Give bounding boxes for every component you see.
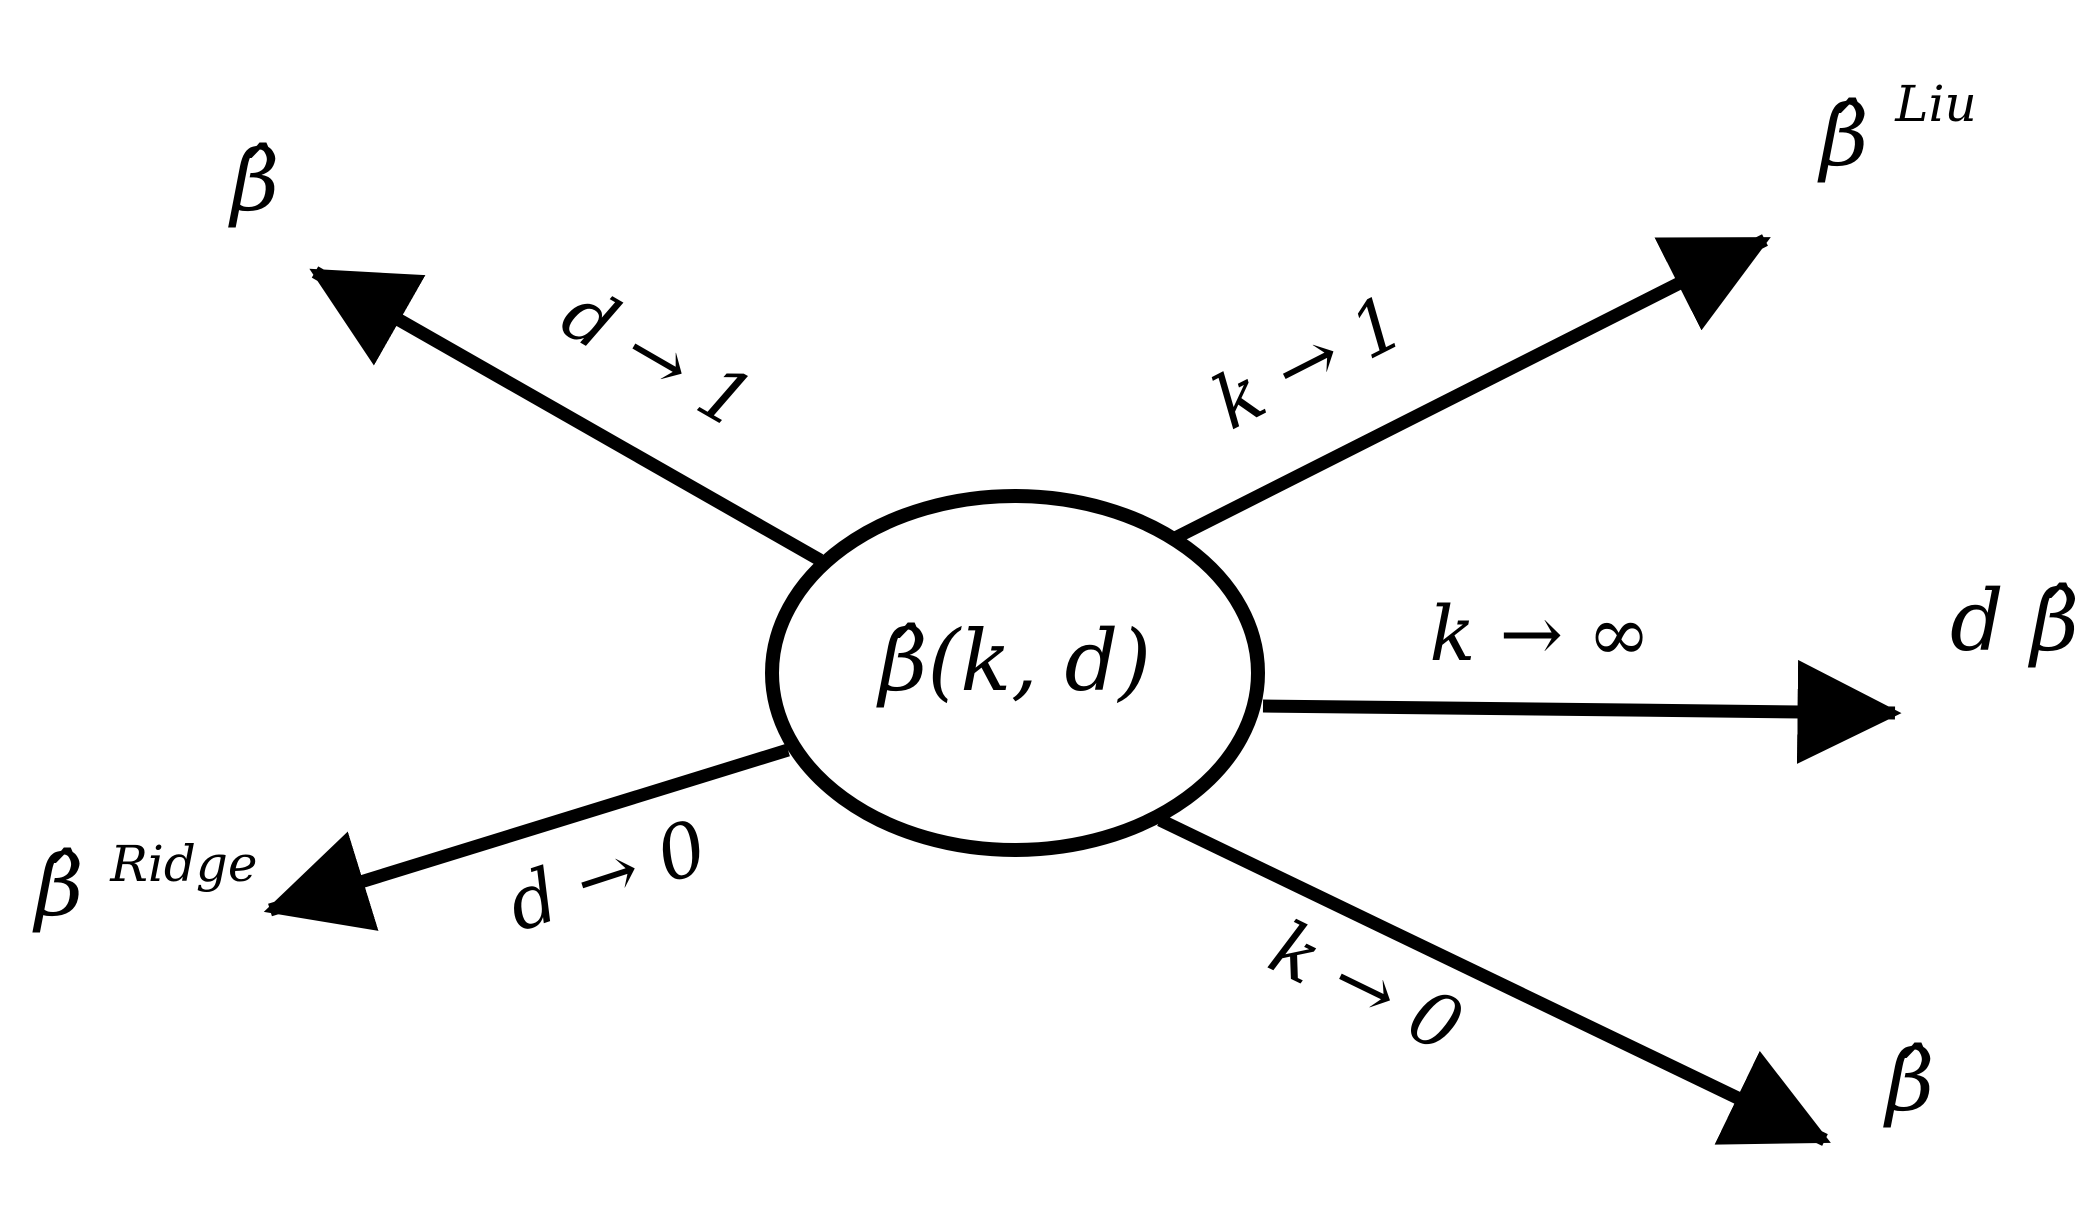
edge-label-k-to-0: k → 0 xyxy=(1257,905,1475,1070)
target-lower-left-sup: Ridge xyxy=(109,835,257,893)
target-upper-right-sup: Liu xyxy=(1894,75,1976,133)
target-upper-right: β̂ Liu xyxy=(1817,75,1977,185)
target-lower-right-base: β̂ xyxy=(1883,1032,1935,1130)
target-right-base: β̂ xyxy=(2027,572,2079,670)
arrow-right xyxy=(1262,659,1902,764)
arrow-upper-right xyxy=(1172,234,1771,544)
arrow-upper-left xyxy=(309,266,824,566)
target-right: d β̂ xyxy=(1950,572,2079,670)
target-right-prefix: d xyxy=(1950,572,2004,670)
target-lower-left: β̂ Ridge xyxy=(32,835,258,935)
target-upper-left: β̂ xyxy=(228,132,280,230)
target-lower-right: β̂ xyxy=(1883,1032,1935,1130)
target-upper-right-base: β̂ xyxy=(1817,87,1869,185)
arrow-lower-right xyxy=(1157,814,1831,1146)
target-upper-left-base: β̂ xyxy=(228,132,280,230)
edge-label-k-to-infinity: k → ∞ xyxy=(1429,589,1650,678)
target-lower-left-base: β̂ xyxy=(32,837,84,935)
center-node xyxy=(765,489,1265,857)
center-label: β̂(k, d) xyxy=(876,612,1151,710)
edge-label-k-to-1: k → 1 xyxy=(1200,279,1418,447)
arrow-lower-left xyxy=(263,743,790,931)
